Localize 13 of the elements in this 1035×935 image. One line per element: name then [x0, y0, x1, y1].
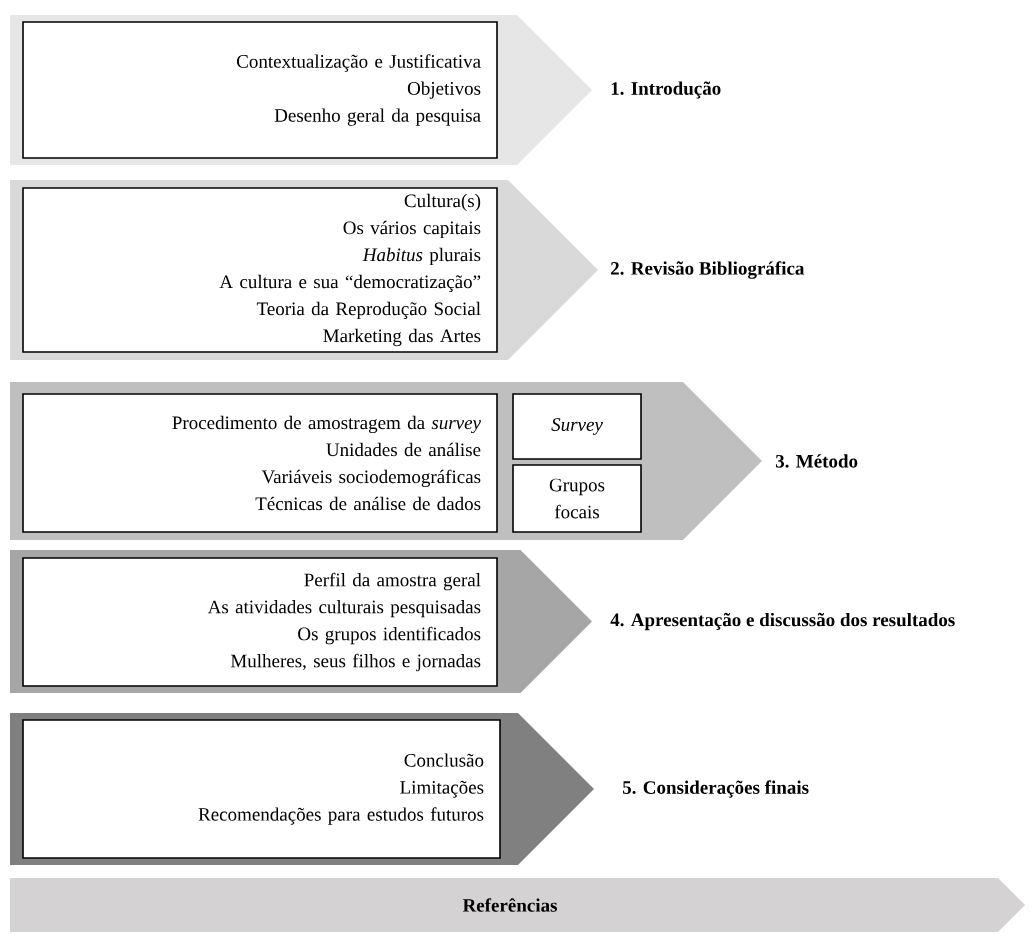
node-label: 3. Método: [775, 454, 858, 468]
text-box: Procedimento de amostragem da survey Unidades de análise Variáveis sociodemográficas Técnicas de análise de dados: [22, 393, 498, 533]
text-box: Grupos focais: [512, 464, 642, 533]
text-box: Cultura(s) Os vários capitais Habitus plurais A cultura e sua “democratização” Teoria da Reprodução Social Marketing das Artes: [22, 187, 498, 353]
node-label: 5. Considerações finais: [622, 780, 809, 798]
node-label: 1. Introdução: [611, 81, 721, 99]
text-box: Perfil da amostra geral As atividades culturais pesquisadas Os grupos identificados Mulheres, seus filhos e jornadas: [22, 557, 498, 687]
node-label: 4. Apresentação e discussão dos resultados: [610, 612, 955, 631]
text-box: Survey: [512, 393, 642, 460]
text-box: Contextualização e Justificativa Objetivos Desenho geral da pesquisa: [22, 21, 498, 159]
node-label: 2. Revisão Bibliográfica: [611, 261, 805, 279]
text-box: Conclusão Limitações Recomendações para estudos futuros: [22, 719, 501, 859]
chevron-band: Referências: [10, 878, 1025, 932]
